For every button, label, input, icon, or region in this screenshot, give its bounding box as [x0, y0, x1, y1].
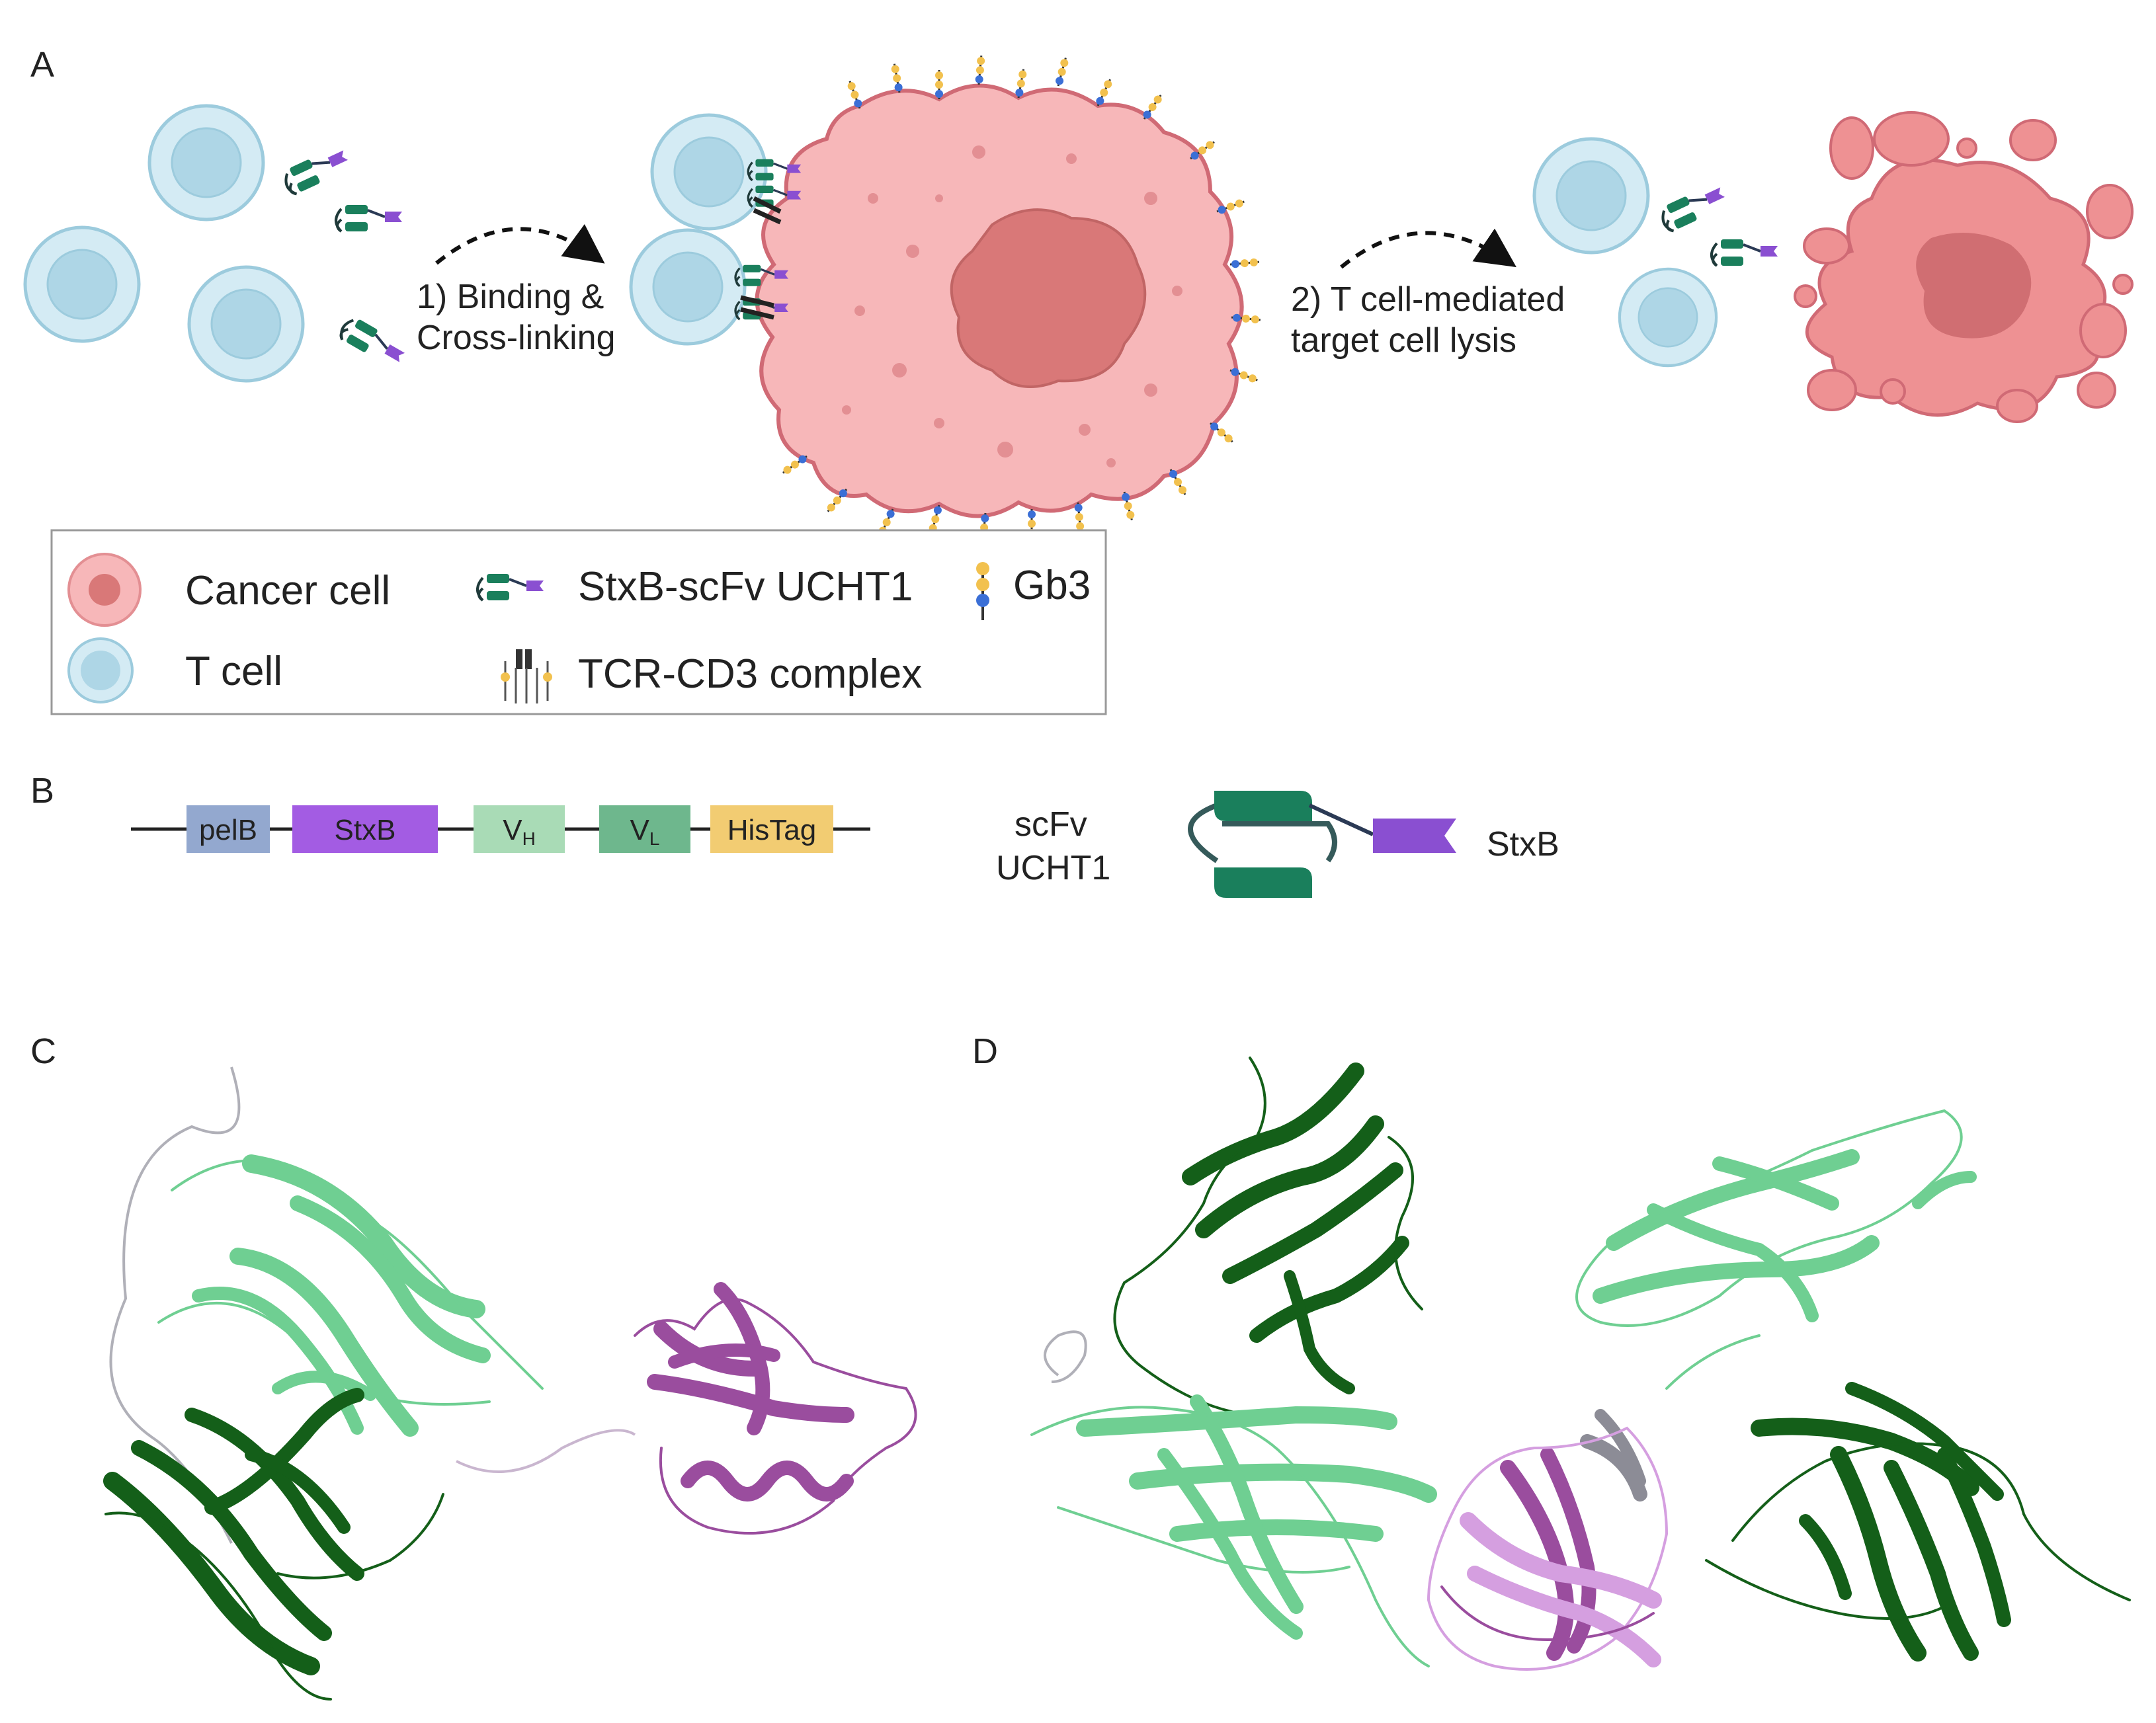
cancer-cell-nucleus: [950, 208, 1147, 388]
stxb-domain: [1373, 819, 1456, 853]
step2-arrow: [1340, 228, 1516, 269]
lysed-cancer-cell: [1794, 111, 2134, 423]
fusion-schematic: [1188, 791, 1456, 898]
cancer-cell: [734, 54, 1262, 543]
linker-loop: [109, 1066, 241, 1544]
fusion-protein-icon: [336, 313, 410, 372]
construct-segment-stxb: [292, 805, 438, 853]
t-cell: [1534, 139, 1648, 253]
panel-b-letter: B: [30, 771, 54, 811]
construct-segment-label: HisTag: [727, 814, 817, 846]
lysed-cell-fragments: [1794, 111, 2134, 423]
t-cell: [189, 267, 303, 381]
fusion-protein-icon: [335, 204, 403, 233]
lysed-cell-nucleus: [1916, 233, 2032, 339]
t-cell: [1620, 269, 1716, 366]
scfv-upper-domain: [1214, 791, 1312, 821]
step1-arrow: [435, 223, 605, 265]
d-right-dark-green: [1705, 1382, 2131, 1662]
construct-segment-label: VL: [630, 814, 660, 849]
construct-segment-vh: [474, 805, 565, 853]
d-right-light-green: [1575, 1109, 1977, 1390]
d-left-linker-loop: [1044, 1330, 1087, 1383]
t-cell: [631, 230, 745, 344]
structure-c: [103, 1066, 917, 1701]
legend-tcr-cd3-icon: [501, 649, 552, 703]
vl-domain-dark-green: [103, 1388, 444, 1701]
legend-t-cell-icon: [67, 637, 134, 703]
d-central-stxb: [1427, 1409, 1669, 1671]
t-cell: [149, 106, 263, 220]
post-lysis-t-cells: [1534, 139, 1716, 366]
vh-domain-light-green: [157, 1154, 544, 1437]
legend-box: [50, 529, 1107, 715]
structure-d: [1030, 1057, 2131, 1671]
legend-cancer-cell-icon: [67, 553, 142, 627]
tcr-cd3-complexes: [740, 196, 782, 320]
legend: Cancer cell T cell StxB-scFv UCHT1 TCR-C…: [50, 529, 1107, 715]
step2-label-line1: 2) T cell-mediated: [1291, 280, 1565, 319]
post-lysis-fusion-proteins: [1656, 180, 1779, 267]
construct-segment-histag: [710, 805, 833, 853]
step1-label-line2: Cross-linking: [417, 319, 616, 357]
free-t-cells: [25, 106, 303, 381]
legend-t-cell-label: T cell: [185, 649, 282, 694]
cancer-cell-granules: [842, 145, 1182, 467]
legend-gb3-icon: [976, 562, 989, 620]
t-cell: [25, 227, 139, 341]
d-left-light-green: [1030, 1394, 1437, 1667]
fusion-protein-icon: [279, 143, 353, 198]
legend-tcr-cd3-label: TCR-CD3 complex: [578, 651, 922, 697]
stxb-domain-purple: [634, 1282, 917, 1535]
stxb-label: StxB: [1487, 825, 1559, 863]
construct-segment-pelb: [187, 805, 270, 853]
scfv-label-line2: UCHT1: [996, 849, 1110, 887]
construct-segment-label: pelB: [199, 814, 257, 846]
d-left-dark-green: [1113, 1057, 1423, 1416]
legend-fusion-label: StxB-scFv UCHT1: [578, 564, 913, 610]
stxb-linker: [456, 1429, 636, 1473]
panel-a-letter: A: [30, 45, 54, 85]
panel-d-letter: D: [972, 1031, 998, 1071]
step1-label-line1: 1) Binding &: [417, 278, 604, 316]
scfv-label-line1: scFv: [1015, 805, 1087, 844]
step2-label-line2: target cell lysis: [1291, 321, 1516, 360]
legend-cancer-cell-label: Cancer cell: [185, 568, 390, 614]
scfv-lower-domain: [1214, 867, 1312, 898]
construct-segment-vl: [599, 805, 690, 853]
construct-segment-label: StxB: [335, 814, 396, 846]
panel-c-letter: C: [30, 1031, 56, 1071]
legend-gb3-label: Gb3: [1013, 563, 1091, 608]
